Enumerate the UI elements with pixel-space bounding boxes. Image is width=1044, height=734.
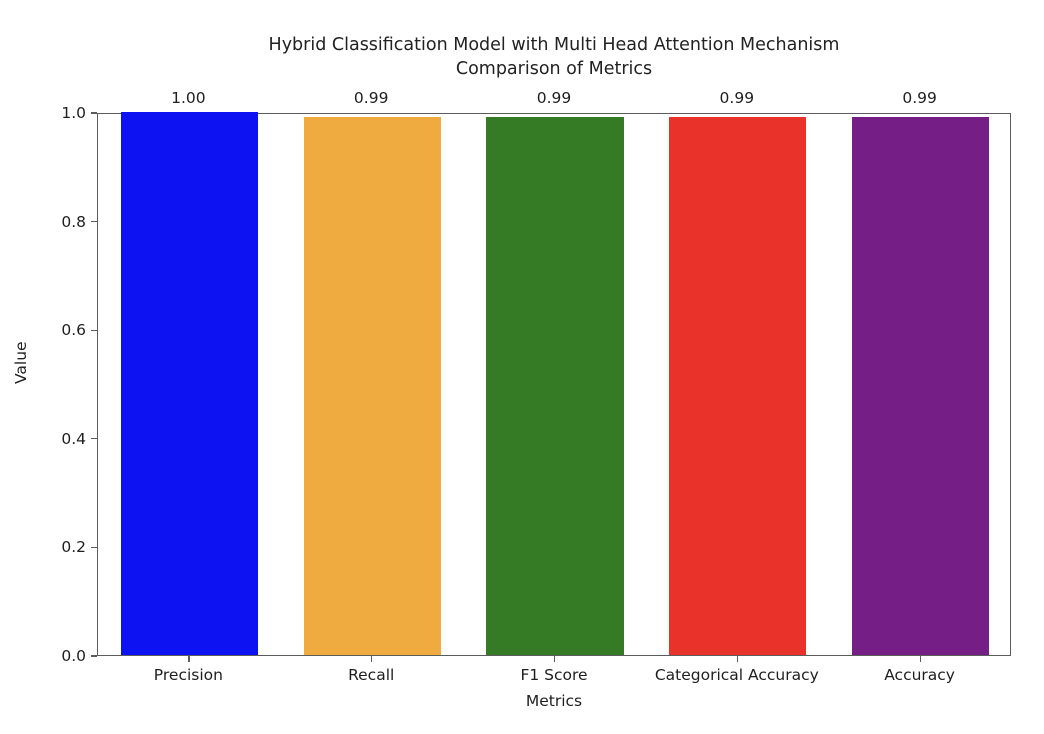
x-tick-mark: [736, 656, 739, 662]
x-tick-mark: [188, 656, 190, 662]
y-tick-mark: [91, 546, 97, 549]
x-tick-label: F1 Score: [520, 666, 588, 684]
bar-recall: [303, 117, 441, 655]
y-tick-label: 0.4: [61, 429, 86, 448]
y-tick-mark: [91, 329, 97, 331]
x-tick-label: Recall: [348, 666, 395, 684]
y-axis-label: Value: [12, 341, 30, 384]
bars-layer: [98, 112, 1010, 655]
bar-value-label: 0.99: [719, 89, 755, 107]
y-tick-label: 1.0: [61, 104, 86, 122]
bar-accuracy: [852, 117, 990, 655]
bar-value-label: 1.00: [171, 89, 206, 107]
y-tick-mark: [91, 220, 97, 223]
y-tick-label: 0.6: [61, 321, 86, 340]
y-tick-label: 0.8: [61, 212, 86, 231]
y-tick-mark: [91, 655, 97, 657]
x-tick-label: Accuracy: [884, 666, 955, 684]
y-tick-label: 0.0: [61, 647, 86, 665]
chart-title: Hybrid Classification Model with Multi H…: [268, 35, 840, 79]
bar-categorical-accuracy: [669, 117, 807, 655]
y-tick-mark: [91, 438, 97, 440]
x-tick-mark: [554, 656, 556, 662]
bar-f1-score: [486, 117, 624, 655]
bar-value-label: 0.99: [536, 89, 572, 107]
x-tick-label: Categorical Accuracy: [654, 666, 819, 684]
x-tick-mark: [371, 656, 373, 662]
bar-value-label: 0.99: [902, 89, 937, 107]
y-tick-label: 0.2: [61, 538, 86, 557]
bar-precision: [120, 112, 258, 655]
x-axis-label: Metrics: [525, 692, 583, 710]
x-tick-mark: [919, 656, 921, 662]
x-tick-label: Precision: [153, 666, 223, 684]
bar-value-label: 0.99: [353, 89, 389, 107]
plot-area: [97, 112, 1011, 656]
y-tick-mark: [91, 112, 97, 114]
